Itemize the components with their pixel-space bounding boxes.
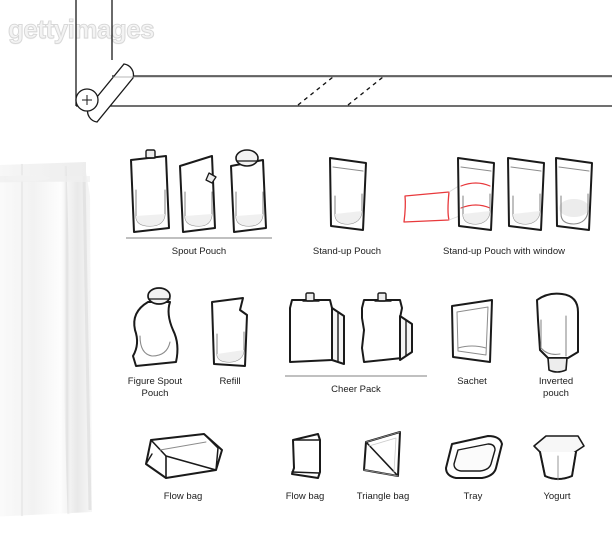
caption-sachet: Sachet <box>457 376 487 387</box>
group-rules <box>126 237 427 377</box>
white-stand-up-pouch-photo <box>0 162 92 517</box>
caption-triangle-bag: Triangle bag <box>356 491 410 502</box>
caption-spout-pouch: Spout Pouch <box>171 246 227 257</box>
flow-bag-pillow <box>145 433 223 479</box>
pouch-window-a <box>457 157 495 231</box>
flow-bag-upright <box>291 433 321 479</box>
tray <box>445 435 503 479</box>
caption-inverted-pouch: Inverted pouch <box>538 376 574 399</box>
getty-watermark: gettyimages <box>7 14 155 45</box>
yogurt-cup <box>533 435 585 481</box>
figure-spout-pouch <box>132 287 179 367</box>
sachet <box>451 299 493 363</box>
pouch-window-b <box>507 157 545 231</box>
caption-stand-up-pouch-window: Stand-up Pouch with window <box>443 246 565 257</box>
caption-figure-spout-pouch: Figure Spout Pouch <box>127 376 183 399</box>
inverted-pouch <box>536 292 579 373</box>
stand-up-pouch <box>329 157 367 231</box>
caption-stand-up-pouch: Stand-up Pouch <box>312 246 382 257</box>
roller-cylinder <box>75 63 135 123</box>
caption-refill: Refill <box>219 376 241 387</box>
spout-pouch-cap <box>230 149 267 233</box>
spout-pouch-angled <box>179 155 217 233</box>
triangle-bag <box>363 431 401 477</box>
caption-tray: Tray <box>463 491 483 502</box>
spout-pouch-front <box>130 149 170 233</box>
caption-flow-bag-pillow: Flow bag <box>163 491 203 502</box>
pouch-window-c <box>555 157 593 231</box>
caption-yogurt: Yogurt <box>543 491 571 502</box>
caption-cheer-pack: Cheer Pack <box>331 384 381 395</box>
cheer-pack-gusset <box>361 292 413 363</box>
cheer-pack-front <box>289 292 345 365</box>
caption-flow-bag-upright: Flow bag <box>285 491 325 502</box>
refill-pouch <box>211 297 248 367</box>
